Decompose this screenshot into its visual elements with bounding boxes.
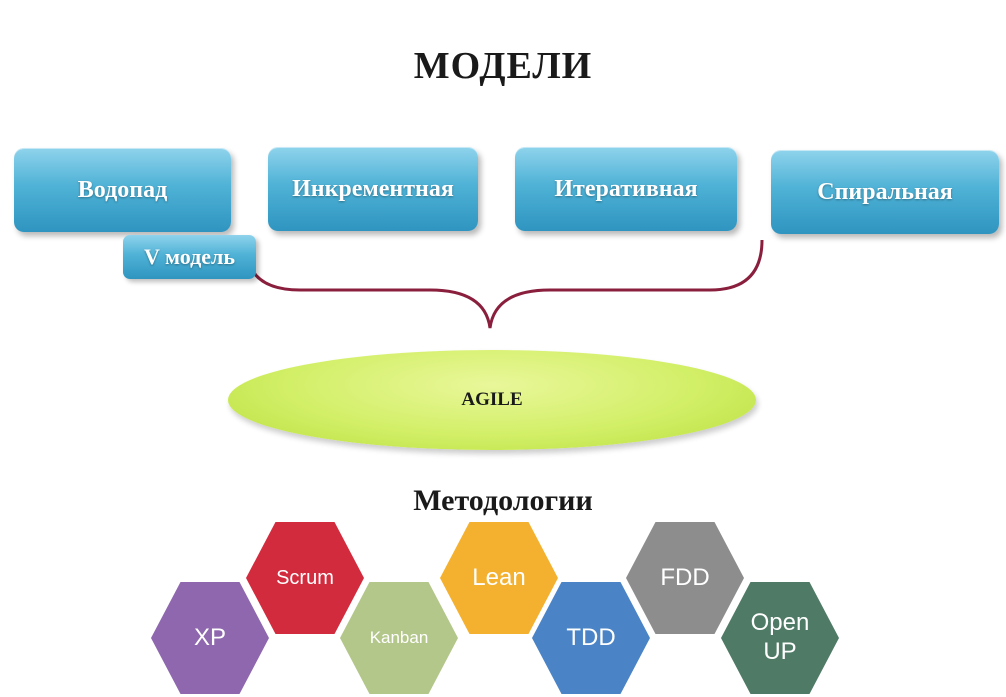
- model-incremental: Инкрементная: [268, 147, 478, 231]
- method-open-up-label: Open UP: [750, 609, 810, 665]
- methodologies-title: Методологии: [413, 484, 593, 517]
- v-model-box: V модель: [123, 235, 256, 279]
- model-iterative: Итеративная: [515, 147, 737, 231]
- method-kanban: Kanban: [340, 582, 458, 694]
- method-kanban-label: Kanban: [369, 628, 429, 647]
- diagram-title: МОДЕЛИ: [413, 45, 593, 87]
- agile-ellipse: AGILE: [228, 350, 756, 450]
- model-spiral: Спиральная: [771, 150, 999, 234]
- method-lean: Lean: [440, 522, 558, 634]
- method-fdd: FDD: [626, 522, 744, 634]
- method-xp: XP: [151, 582, 269, 694]
- method-tdd: TDD: [532, 582, 650, 694]
- method-fdd-label: FDD: [660, 564, 710, 591]
- method-scrum: Scrum: [246, 522, 364, 634]
- method-open-up: Open UP: [721, 582, 839, 694]
- method-xp-label: XP: [193, 624, 226, 651]
- method-lean-label: Lean: [472, 564, 526, 591]
- agile-label: AGILE: [461, 389, 523, 410]
- method-tdd-label: TDD: [566, 624, 616, 651]
- method-scrum-label: Scrum: [276, 566, 334, 589]
- model-waterfall: Водопад: [14, 148, 231, 232]
